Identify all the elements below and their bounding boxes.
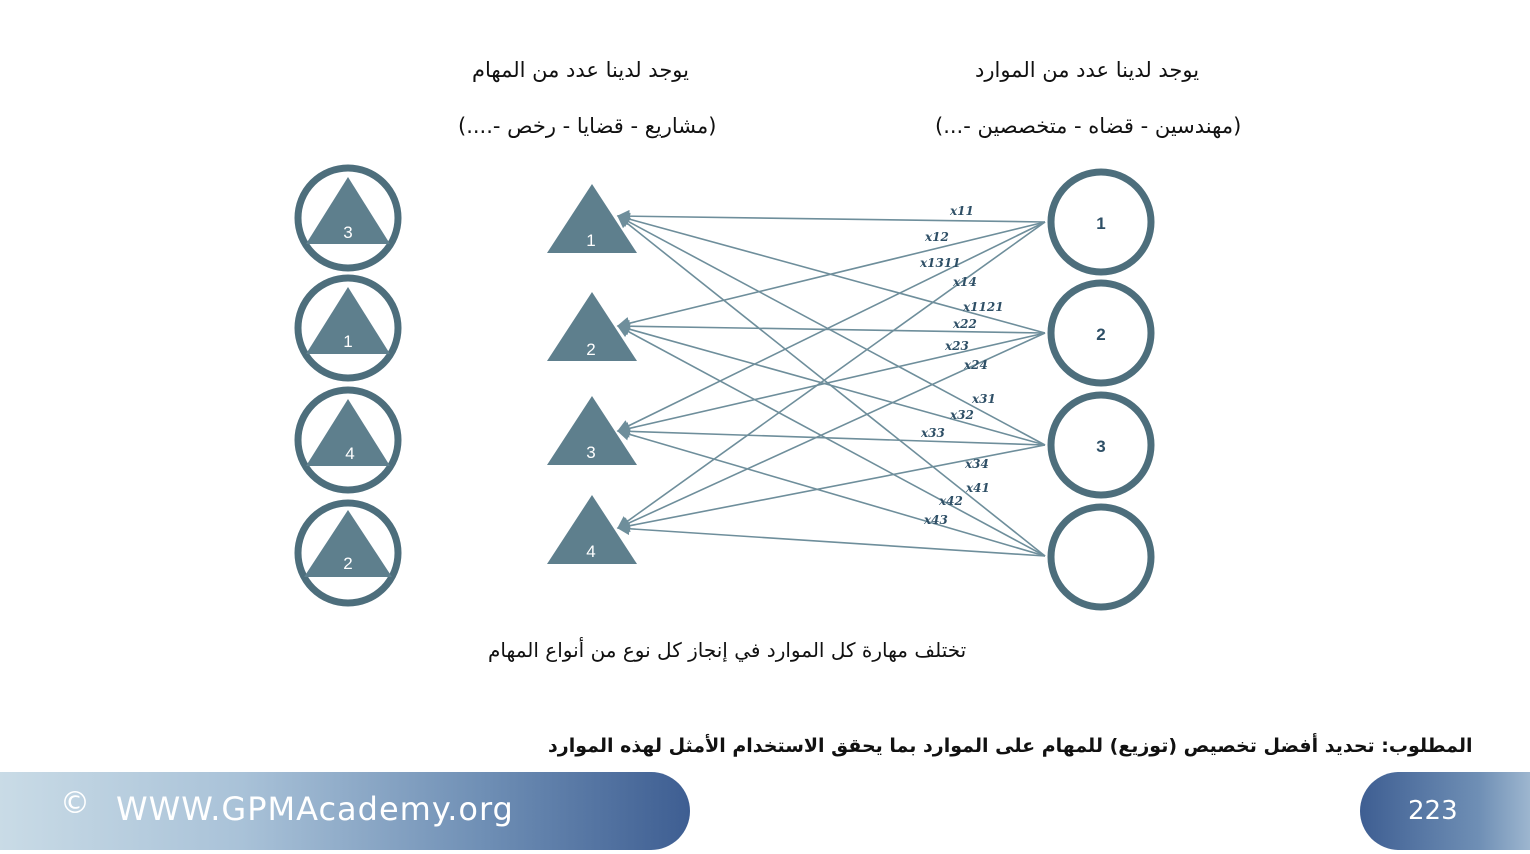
edge-r4-t3 xyxy=(616,428,1046,557)
resource-node: 3 xyxy=(1047,391,1155,499)
task-label: 2 xyxy=(586,340,595,359)
edge-label: x42 xyxy=(938,494,963,508)
edge-r4-t2 xyxy=(616,325,1046,557)
page-number: 223 xyxy=(1408,796,1458,826)
resources-examples: (مهندسين - قضاه - متخصصين -...) xyxy=(935,114,1242,138)
edge-label: x24 xyxy=(963,358,988,372)
left-stack-label: 1 xyxy=(343,332,352,351)
edge-r2-t2 xyxy=(616,319,1046,334)
edge-r3-t1 xyxy=(616,215,1046,446)
edge-r2-t4 xyxy=(616,332,1046,530)
resource-label: 3 xyxy=(1096,437,1105,456)
copyright-icon: © xyxy=(60,786,90,821)
resources: 1 2 3 xyxy=(1047,168,1155,611)
left-stack-label: 4 xyxy=(345,444,354,463)
edge-r4-t4 xyxy=(616,522,1046,557)
task-triangle: 4 xyxy=(547,495,637,564)
left-stack-item: 4 xyxy=(294,386,402,494)
edge-label: x33 xyxy=(920,426,945,440)
skill-note: تختلف مهارة كل الموارد في إنجاز كل نوع م… xyxy=(488,638,967,662)
footer-bar: © WWW.GPMAcademy.org xyxy=(0,772,690,850)
resource-node xyxy=(1047,503,1155,611)
edge-label: x14 xyxy=(952,275,977,289)
edge-label: x1311 xyxy=(919,256,961,270)
edges xyxy=(616,209,1046,557)
task-label: 3 xyxy=(586,443,595,462)
edge-label: x11 xyxy=(949,204,974,218)
edge-label: x12 xyxy=(924,230,949,244)
tasks: 1 2 3 4 xyxy=(547,184,637,564)
tasks-examples: (مشاريع - قضايا - رخص -....) xyxy=(458,114,717,138)
resource-node: 2 xyxy=(1047,279,1155,387)
resources-title: يوجد لدينا عدد من الموارد xyxy=(975,58,1200,82)
edge-r4-t1 xyxy=(616,215,1046,557)
website-link[interactable]: WWW.GPMAcademy.org xyxy=(116,790,514,828)
left-stack-item: 3 xyxy=(294,164,402,272)
task-label: 1 xyxy=(586,231,595,250)
task-label: 4 xyxy=(586,542,595,561)
edge-label: x32 xyxy=(949,408,974,422)
resource-node: 1 xyxy=(1047,168,1155,276)
left-stack-item: 2 xyxy=(294,499,402,607)
left-stack-label: 3 xyxy=(343,223,352,242)
edge-r1-t1 xyxy=(616,209,1046,223)
goal-statement: المطلوب: تحديد أفضل تخصيص (توزيع) للمهام… xyxy=(548,735,1473,757)
edge-r2-t3 xyxy=(616,332,1046,435)
edge-label: x22 xyxy=(952,317,977,331)
edge-r3-t3 xyxy=(616,424,1046,446)
edge-r1-t4 xyxy=(616,221,1046,529)
edge-label: x31 xyxy=(971,392,996,406)
left-stack: 3 1 4 2 xyxy=(294,164,402,607)
task-triangle: 2 xyxy=(547,292,637,361)
resource-label: 1 xyxy=(1096,214,1105,233)
task-triangle: 1 xyxy=(547,184,637,253)
resource-label: 2 xyxy=(1096,325,1105,344)
task-triangle: 3 xyxy=(547,396,637,465)
edge-labels: x11 x12 x1311 x14 x1121 x22 x23 x24 x31 … xyxy=(919,204,1004,527)
page-number-badge: 223 xyxy=(1360,772,1530,850)
edge-label: x1121 xyxy=(962,300,1004,314)
edge-r1-t3 xyxy=(616,221,1046,432)
edge-label: x41 xyxy=(965,481,990,495)
edge-r2-t1 xyxy=(616,212,1046,334)
edge-r3-t4 xyxy=(616,444,1046,533)
edge-label: x23 xyxy=(944,339,969,353)
tasks-title: يوجد لدينا عدد من المهام xyxy=(472,58,689,82)
left-stack-label: 2 xyxy=(343,554,352,573)
left-stack-item: 1 xyxy=(294,274,402,382)
edge-label: x34 xyxy=(964,457,989,471)
edge-label: x43 xyxy=(923,513,948,527)
